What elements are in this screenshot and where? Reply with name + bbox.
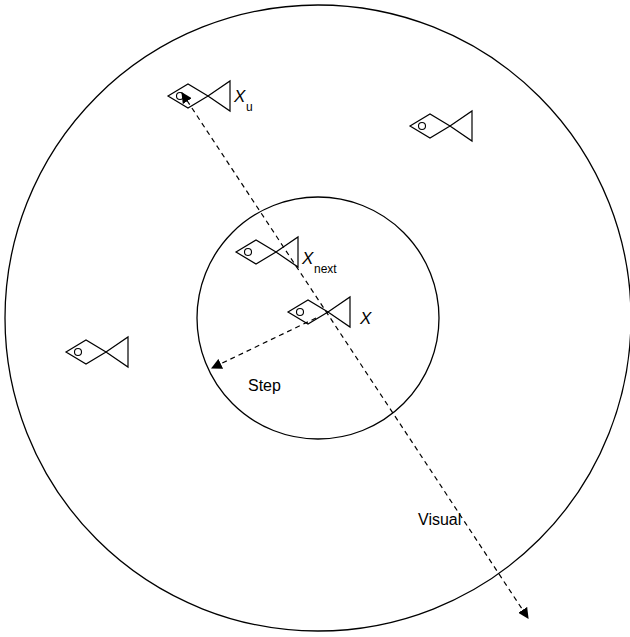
- label-subscript: next: [314, 263, 337, 275]
- fish-icon: [168, 81, 230, 111]
- visual-label: Visual: [418, 512, 461, 528]
- step-arrow: [212, 318, 316, 368]
- fish-label: X: [302, 250, 313, 267]
- fish-icon: [236, 237, 298, 267]
- visual-circle: [5, 5, 630, 631]
- fish-icon: [66, 337, 128, 367]
- fish-icon: [288, 297, 350, 327]
- fish-label: X: [234, 88, 245, 105]
- label-subscript: u: [246, 101, 253, 113]
- fish-label: X: [360, 310, 371, 327]
- fish-icon: [410, 111, 472, 141]
- step-label: Step: [248, 378, 281, 394]
- visual-arrow: [182, 93, 528, 618]
- step-circle: [197, 197, 439, 439]
